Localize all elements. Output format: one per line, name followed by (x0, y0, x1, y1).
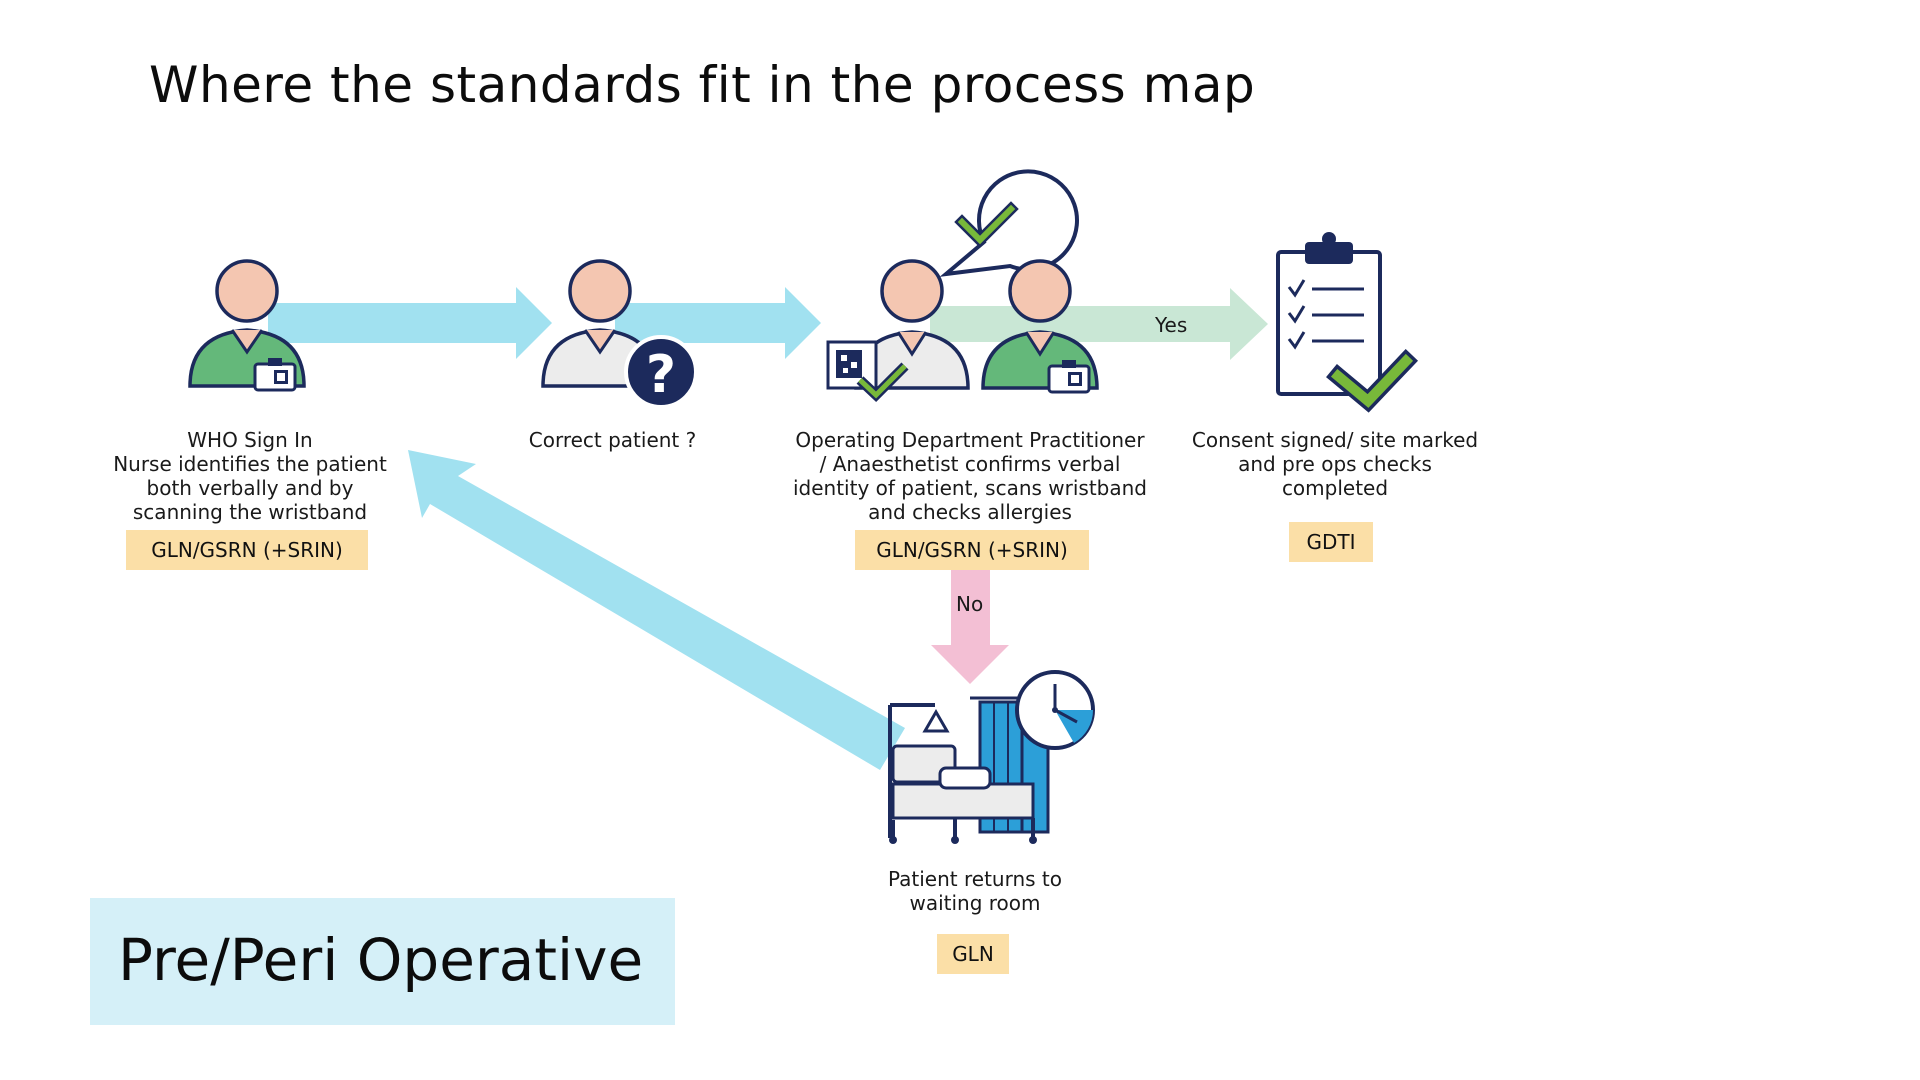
standard-tag: GDTI (1289, 522, 1373, 562)
anaesthetist-icon (981, 259, 1099, 394)
practitioner-icon (826, 259, 970, 402)
yes-label: Yes (1155, 313, 1188, 337)
phase-label: Pre/Peri Operative (118, 926, 644, 994)
no-arrow (931, 568, 1009, 684)
question-icon: ? (624, 335, 698, 409)
clipboard-checklist-icon (1276, 232, 1419, 413)
no-label: No (956, 592, 984, 616)
patient-question-icon: ? (541, 259, 698, 409)
phase-label-box: Pre/Peri Operative (90, 898, 675, 1025)
return-arrow (408, 450, 905, 770)
id-badge-icon (253, 358, 297, 392)
step-caption-who-sign-in: WHO Sign In Nurse identifies the patient… (113, 428, 387, 524)
step-caption-patient-returns: Patient returns to waiting room (887, 867, 1062, 915)
step-caption-correct-patient: Correct patient ? (528, 428, 697, 452)
step-caption-odp-confirms: Operating Department Practitioner / Anae… (792, 428, 1148, 524)
clock-icon (1015, 670, 1095, 750)
yes-arrow (930, 288, 1268, 360)
standard-tag: GLN (937, 934, 1009, 974)
standard-tag: GLN/GSRN (+SRIN) (855, 530, 1089, 570)
step-caption-consent-signed: Consent signed/ site marked and pre ops … (1191, 428, 1479, 500)
flow-arrow-1 (268, 287, 552, 359)
page-title: Where the standards fit in the process m… (149, 56, 1256, 114)
nurse-icon (188, 259, 306, 392)
standard-tag: GLN/GSRN (+SRIN) (126, 530, 368, 570)
svg-text:?: ? (646, 345, 676, 405)
hospital-bed-clock-icon (888, 670, 1095, 844)
speech-check-icon (939, 169, 1079, 277)
wristband-scan-icon (826, 340, 909, 402)
id-badge-icon (1047, 360, 1091, 394)
